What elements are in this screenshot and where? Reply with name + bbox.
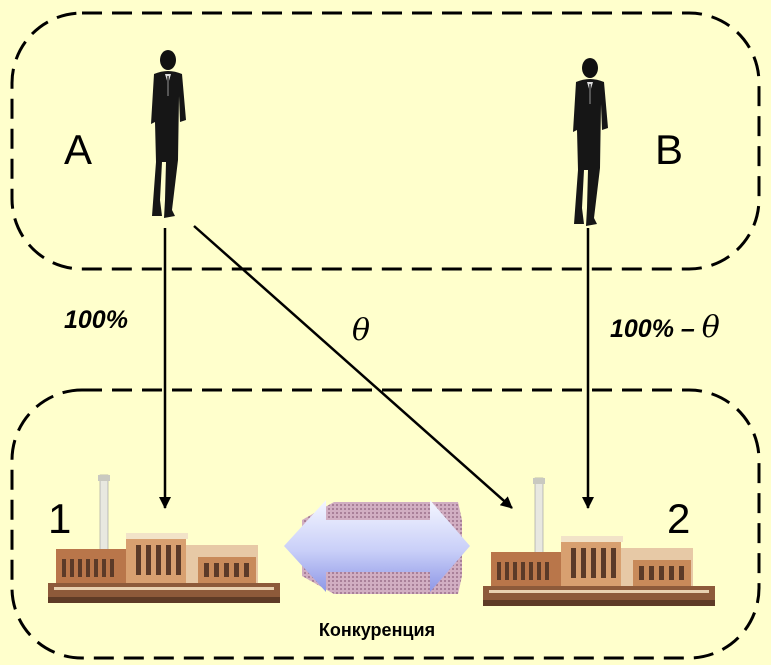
investors-group <box>10 11 761 271</box>
share-b-to-2-theta: θ <box>702 310 720 345</box>
share-b-to-2-prefix: 100% – <box>610 315 702 343</box>
investor-a-businessman-icon <box>151 50 186 218</box>
firm-1-label: 1 <box>48 495 71 542</box>
firms-group <box>10 388 761 660</box>
double-arrow-icon <box>284 500 470 594</box>
firm-2-label: 2 <box>667 495 690 542</box>
share-a-to-1-label: 100% <box>64 306 128 334</box>
competition-label: Конкуренция <box>319 620 435 640</box>
share-a-to-2-label: θ <box>352 313 370 348</box>
investor-b-businessman-icon <box>573 58 608 226</box>
share-b-to-2-label: 100% – θ <box>610 310 720 345</box>
investor-a-label: A <box>64 126 92 173</box>
investor-b-label: B <box>655 126 683 173</box>
arrow-a-to-2 <box>193 225 513 509</box>
